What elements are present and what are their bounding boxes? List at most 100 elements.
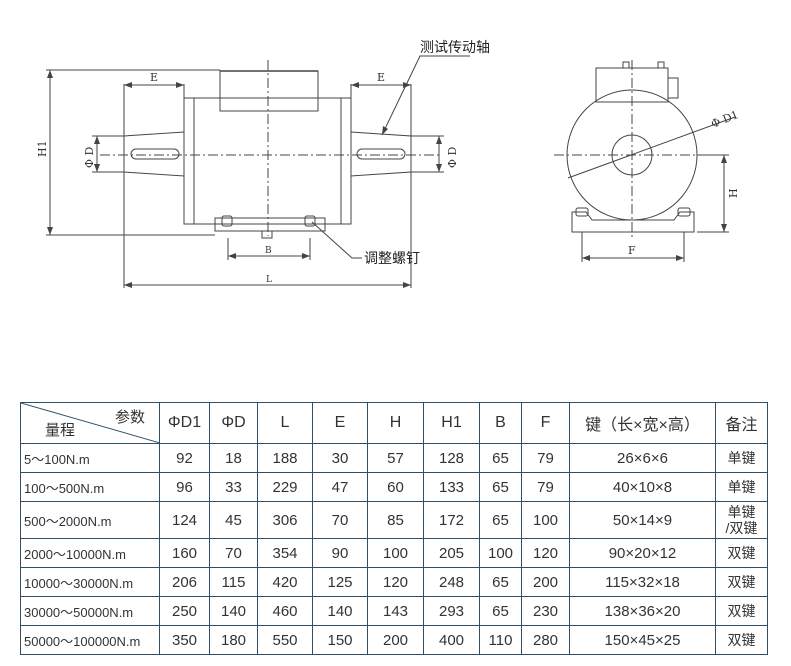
- value-cell: 120: [521, 538, 570, 568]
- value-cell: 128: [423, 443, 480, 473]
- range-cell: 10000～30000N.m: [20, 567, 160, 597]
- value-cell: 138×36×20: [569, 596, 716, 626]
- note-cell: 双键: [715, 567, 768, 597]
- value-cell: 65: [479, 567, 522, 597]
- note-line: 双键: [727, 603, 756, 619]
- header-b: B: [479, 402, 522, 444]
- front-view: [46, 55, 470, 288]
- value-cell: 100: [479, 538, 522, 568]
- value-cell: 420: [257, 567, 313, 597]
- value-cell: 57: [367, 443, 424, 473]
- value-cell: 280: [521, 625, 570, 655]
- header-param: 参数: [114, 409, 145, 426]
- value-cell: 350: [159, 625, 210, 655]
- header-e: E: [312, 402, 368, 444]
- range-cell: 30000～50000N.m: [20, 596, 160, 626]
- value-cell: 65: [479, 501, 522, 539]
- screw-callout: 调整螺钉: [364, 251, 420, 267]
- header-d: ΦD: [209, 402, 258, 444]
- note-cell: 单键: [715, 443, 768, 473]
- note-cell: 单键: [715, 472, 768, 502]
- note-line: 单键: [727, 450, 756, 466]
- value-cell: 40×10×8: [569, 472, 716, 502]
- value-cell: 90×20×12: [569, 538, 716, 568]
- value-cell: 206: [159, 567, 210, 597]
- value-cell: 400: [423, 625, 480, 655]
- range-cell: 5～100N.m: [20, 443, 160, 473]
- value-cell: 60: [367, 472, 424, 502]
- value-cell: 200: [367, 625, 424, 655]
- value-cell: 79: [521, 443, 570, 473]
- header-key: 键（长×宽×高）: [569, 402, 716, 444]
- note-cell: 单键/双键: [715, 501, 768, 539]
- value-cell: 354: [257, 538, 313, 568]
- value-cell: 229: [257, 472, 313, 502]
- spec-table: 参数 量程 ΦD1 ΦD L E H H1 B F 键（长×宽×高） 备注 5～…: [20, 402, 768, 655]
- dim-f-label: F: [628, 244, 636, 257]
- header-h: H: [367, 402, 424, 444]
- note-line: 双键: [727, 574, 756, 590]
- value-cell: 133: [423, 472, 480, 502]
- value-cell: 65: [479, 596, 522, 626]
- note-cell: 双键: [715, 596, 768, 626]
- value-cell: 18: [209, 443, 258, 473]
- value-cell: 92: [159, 443, 210, 473]
- dim-h1-label: H1: [36, 140, 49, 157]
- value-cell: 100: [367, 538, 424, 568]
- dim-d1-label: Φ D1: [709, 108, 740, 131]
- header-l: L: [257, 402, 313, 444]
- diagonal-header-cell: 参数 量程: [20, 402, 160, 444]
- note-line-2: /双键: [725, 520, 758, 536]
- value-cell: 110: [479, 625, 522, 655]
- diagonal-divider: [21, 403, 159, 443]
- side-view: [554, 60, 736, 262]
- note-line: 双键: [727, 545, 756, 561]
- value-cell: 150×45×25: [569, 625, 716, 655]
- value-cell: 150: [312, 625, 368, 655]
- value-cell: 26×6×6: [569, 443, 716, 473]
- note-line: 单键: [727, 479, 756, 495]
- value-cell: 115: [209, 567, 258, 597]
- range-cell: 500～2000N.m: [20, 501, 160, 539]
- value-cell: 30: [312, 443, 368, 473]
- technical-drawing: E E H1 Φ D Φ D B L Φ D1 H F 测试传动轴 调整螺钉: [36, 40, 740, 288]
- value-cell: 160: [159, 538, 210, 568]
- header-note: 备注: [715, 402, 768, 444]
- value-cell: 100: [521, 501, 570, 539]
- value-cell: 96: [159, 472, 210, 502]
- value-cell: 172: [423, 501, 480, 539]
- header-h1: H1: [423, 402, 480, 444]
- value-cell: 85: [367, 501, 424, 539]
- dim-l-label: L: [266, 275, 272, 285]
- value-cell: 293: [423, 596, 480, 626]
- shaft-callout: 测试传动轴: [420, 40, 490, 56]
- dim-d-right-label: Φ D: [446, 146, 459, 168]
- header-d1: ΦD1: [159, 402, 210, 444]
- value-cell: 188: [257, 443, 313, 473]
- value-cell: 230: [521, 596, 570, 626]
- range-cell: 100～500N.m: [20, 472, 160, 502]
- dim-b-label: B: [265, 246, 272, 256]
- value-cell: 33: [209, 472, 258, 502]
- dim-e-left-label: E: [150, 71, 158, 84]
- value-cell: 115×32×18: [569, 567, 716, 597]
- value-cell: 65: [479, 443, 522, 473]
- value-cell: 180: [209, 625, 258, 655]
- dim-e-right-label: E: [377, 71, 385, 84]
- table-header-row: 参数 量程 ΦD1 ΦD L E H H1 B F 键（长×宽×高） 备注: [20, 402, 768, 444]
- value-cell: 140: [209, 596, 258, 626]
- value-cell: 65: [479, 472, 522, 502]
- value-cell: 124: [159, 501, 210, 539]
- header-f: F: [521, 402, 570, 444]
- note-line: 双键: [727, 632, 756, 648]
- value-cell: 47: [312, 472, 368, 502]
- range-cell: 50000～100000N.m: [20, 625, 160, 655]
- value-cell: 70: [209, 538, 258, 568]
- value-cell: 205: [423, 538, 480, 568]
